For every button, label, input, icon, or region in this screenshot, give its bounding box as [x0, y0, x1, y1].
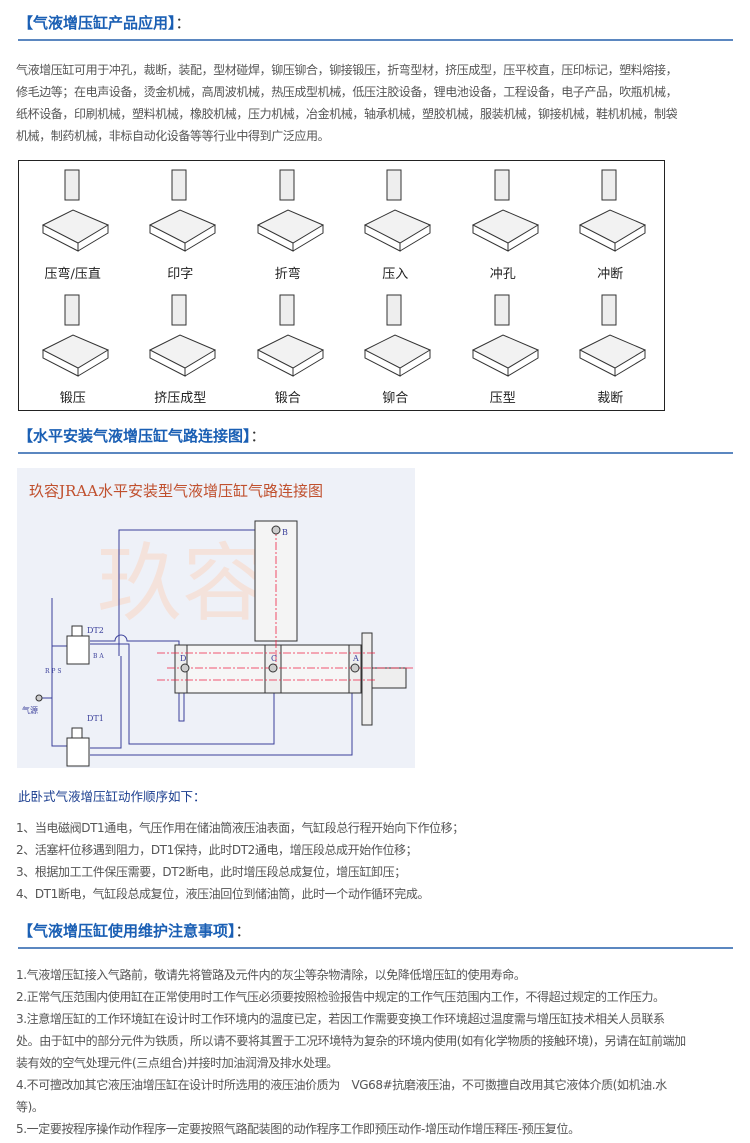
step-item: 3、根据加工工件保压需要，DT2断电，此时增压段总成复位，增压缸卸压； — [16, 865, 406, 879]
figure-label: 折弯 — [274, 266, 301, 282]
note-line: 5.一定要按程序操作动作程序一定要按照气路配装图的动作程序工作即预压动作-增压动… — [16, 1122, 580, 1136]
header-title: 【气液增压缸使用维护注意事项】 — [18, 922, 236, 940]
valve-ports-right: B A — [93, 653, 104, 660]
sequence-subtitle: 此卧式气液增压缸动作顺序如下： — [18, 789, 206, 804]
header-colon: ： — [250, 427, 266, 445]
note-line: 1.气液增压缸接入气路前，敬请先将管路及元件内的灰尘等杂物清除，以免降低增压缸的… — [16, 968, 526, 982]
figure-item: 压入 — [342, 161, 450, 286]
port-label-c: C — [271, 654, 277, 663]
press-operation-icon — [364, 294, 432, 377]
port-label-a: A — [352, 654, 359, 663]
figure-item: 折弯 — [234, 161, 342, 286]
figure-item: 铆合 — [342, 286, 450, 411]
valve-label-dt1: DT1 — [87, 714, 104, 723]
text-line: 修毛边等；在电声设备，烫金机械，高周波机械，热压成型机械，低压注胶设备，锂电池设… — [16, 85, 678, 99]
note-line: 等)。 — [16, 1100, 44, 1114]
header-colon: ： — [175, 14, 191, 32]
note-line: 3.注意增压缸的工作环境缸在设计时工作环境内的温度已定，若因工作需要变换工作环境… — [16, 1012, 665, 1026]
press-operation-icon — [364, 169, 432, 252]
sequence-steps: 1、当电磁阀DT1通电，气压作用在储油筒液压油表面，气缸段总行程开始向下作位移；… — [16, 817, 748, 905]
header-colon: ： — [235, 922, 251, 940]
note-line: 处。由于缸中的部分元件为铁质，所以请不要将其置于工况环境特为复杂的环境内使用(如… — [16, 1034, 686, 1048]
figure-item: 挤压成型 — [127, 286, 235, 411]
applications-paragraph: 气液增压缸可用于冲孔，裁断，装配，型材碰焊，铆压铆合，铆接锻压，折弯型材，挤压成… — [16, 59, 748, 147]
figure-label: 铆合 — [382, 391, 409, 406]
air-circuit-diagram: 玖容 玖容JRAA水平安装型气液增压缸气路连接图 DT2 DT1 B D C A… — [17, 468, 415, 768]
figure-item: 裁断 — [557, 286, 665, 411]
figure-item: 冲孔 — [449, 161, 557, 286]
figure-item: 压弯/压直 — [19, 161, 127, 286]
valve-label-dt2: DT2 — [87, 626, 104, 635]
section-header-maintenance: 【气液增压缸使用维护注意事项】： — [18, 920, 733, 949]
step-item: 2、活塞杆位移遇到阻力，DT1保持，此时DT2通电，增压段总成开始作位移； — [16, 843, 418, 857]
text-line: 气液增压缸可用于冲孔，裁断，装配，型材碰焊，铆压铆合，铆接锻压，折弯型材，挤压成… — [16, 63, 678, 77]
applications-illustration: 压弯/压直 印字 折弯 压入 冲孔 冲断锻压 挤压成型 锻合 铆合 压型 裁断 — [18, 160, 665, 411]
note-line: 装有效的空气处理元件(三点组合)并接时加油润滑及排水处理。 — [16, 1056, 338, 1070]
header-title: 【水平安装气液增压缸气路连接图】 — [18, 427, 251, 445]
figure-label: 冲断 — [597, 266, 624, 282]
figure-label: 压入 — [382, 266, 409, 282]
air-source-label: 气源 — [22, 705, 38, 715]
press-operation-icon — [579, 169, 647, 252]
press-operation-icon — [579, 294, 647, 377]
press-operation-icon — [471, 169, 539, 252]
press-operation-icon — [471, 294, 539, 377]
figure-label: 压弯/压直 — [44, 266, 101, 282]
press-operation-icon — [41, 169, 109, 252]
figure-label: 冲孔 — [489, 266, 516, 282]
figure-item: 锻压 — [19, 286, 127, 411]
port-label-d: D — [180, 654, 186, 663]
note-line: 2.正常气压范围内使用缸在正常使用时工作气压必须要按照检验报告中规定的工作气压范… — [16, 990, 665, 1004]
figure-item: 冲断 — [557, 161, 665, 286]
press-operation-icon — [256, 169, 324, 252]
figure-item: 锻合 — [234, 286, 342, 411]
press-operation-icon — [41, 294, 109, 377]
step-item: 4、DT1断电，气缸段总成复位，液压油回位到储油筒，此时一个动作循环完成。 — [16, 887, 430, 901]
header-title: 【气液增压缸产品应用】 — [18, 14, 176, 32]
note-line: 4.不可擅改加其它液压油增压缸在设计时所选用的液压油价质为 VG68#抗磨液压油… — [16, 1078, 667, 1092]
step-item: 1、当电磁阀DT1通电，气压作用在储油筒液压油表面，气缸段总行程开始向下作位移； — [16, 821, 464, 835]
figure-label: 裁断 — [597, 391, 624, 406]
press-operation-icon — [256, 294, 324, 377]
figure-label: 压型 — [489, 391, 516, 406]
text-line: 纸杯设备，印刷机械，塑料机械，橡胶机械，压力机械，冶金机械，轴承机械，塑胶机械，… — [16, 107, 678, 121]
section-header-applications: 【气液增压缸产品应用】： — [18, 12, 733, 41]
diagram-watermark: 玖容 — [97, 535, 267, 634]
figure-item: 压型 — [449, 286, 557, 411]
port-label-b: B — [282, 528, 288, 537]
figure-label: 挤压成型 — [154, 391, 207, 406]
figure-label: 锻压 — [59, 391, 86, 406]
valve-ports-left: R P S — [45, 668, 61, 675]
press-operation-icon — [149, 169, 217, 252]
text-line: 机械，制药机械，非标自动化设备等等行业中得到广泛应用。 — [16, 129, 330, 143]
press-operation-icon — [149, 294, 217, 377]
diagram-title: 玖容JRAA水平安装型气液增压缸气路连接图 — [29, 482, 323, 500]
section-header-diagram: 【水平安装气液增压缸气路连接图】： — [18, 425, 733, 454]
figure-label: 印字 — [167, 266, 194, 282]
maintenance-notes: 1.气液增压缸接入气路前，敬请先将管路及元件内的灰尘等杂物清除，以免降低增压缸的… — [16, 964, 748, 1140]
figure-item: 印字 — [127, 161, 235, 286]
figure-label: 锻合 — [274, 391, 301, 406]
